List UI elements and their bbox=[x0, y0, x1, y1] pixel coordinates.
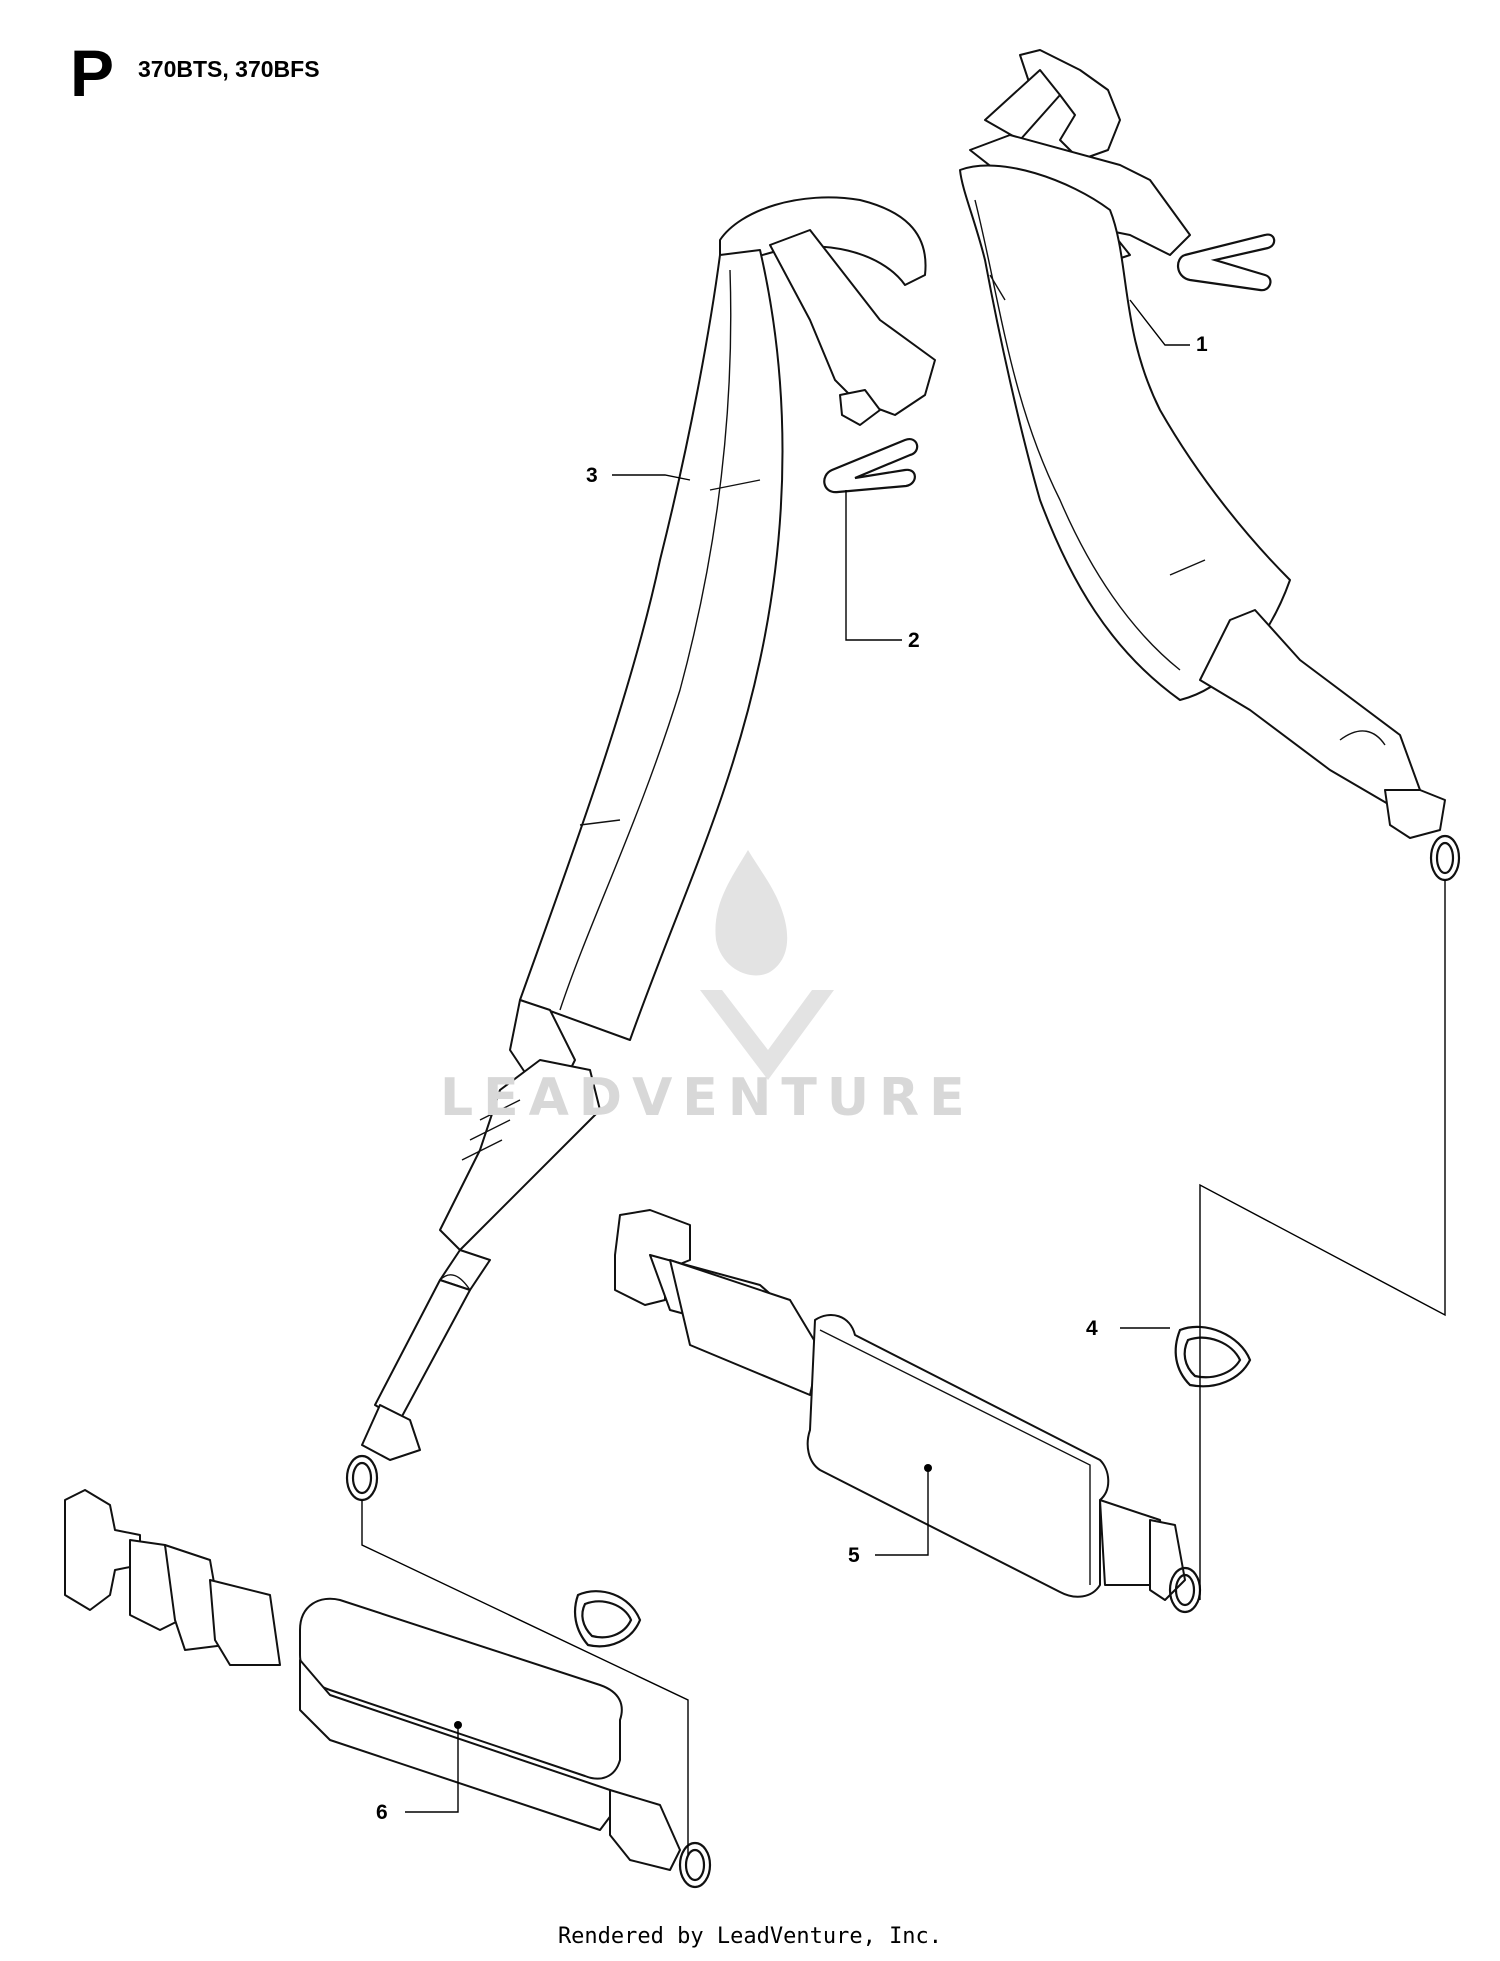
model-numbers: 370BTS, 370BFS bbox=[138, 56, 320, 82]
d-ring bbox=[573, 1325, 1252, 1648]
connection-lines bbox=[361, 880, 1446, 1855]
left-hip-pad bbox=[64, 1489, 712, 1889]
callout-6: 6 bbox=[376, 1801, 388, 1824]
leader-5 bbox=[875, 1468, 929, 1556]
callout-3: 3 bbox=[586, 464, 598, 487]
footer-credit: Rendered by LeadVenture, Inc. bbox=[557, 1924, 943, 1949]
section-letter: P bbox=[70, 36, 115, 110]
watermark-logo bbox=[700, 850, 834, 1080]
callout-leaders bbox=[405, 299, 1190, 1813]
right-shoulder-strap bbox=[959, 49, 1461, 882]
leader-2 bbox=[845, 490, 902, 641]
callout-4: 4 bbox=[1086, 1317, 1098, 1340]
watermark-text: LEADVENTURE bbox=[440, 1068, 975, 1128]
leader-6 bbox=[405, 1725, 459, 1813]
leader-5-dot bbox=[924, 1464, 932, 1472]
callout-2: 2 bbox=[908, 629, 920, 652]
callout-5: 5 bbox=[848, 1544, 860, 1567]
callout-1: 1 bbox=[1196, 333, 1208, 356]
s-hook-clip bbox=[823, 233, 1276, 494]
leader-3 bbox=[612, 474, 691, 481]
right-hip-pad bbox=[614, 1209, 1202, 1614]
left-shoulder-strap bbox=[345, 196, 936, 1502]
leader-1 bbox=[1129, 299, 1190, 346]
leader-6-dot bbox=[454, 1721, 462, 1729]
